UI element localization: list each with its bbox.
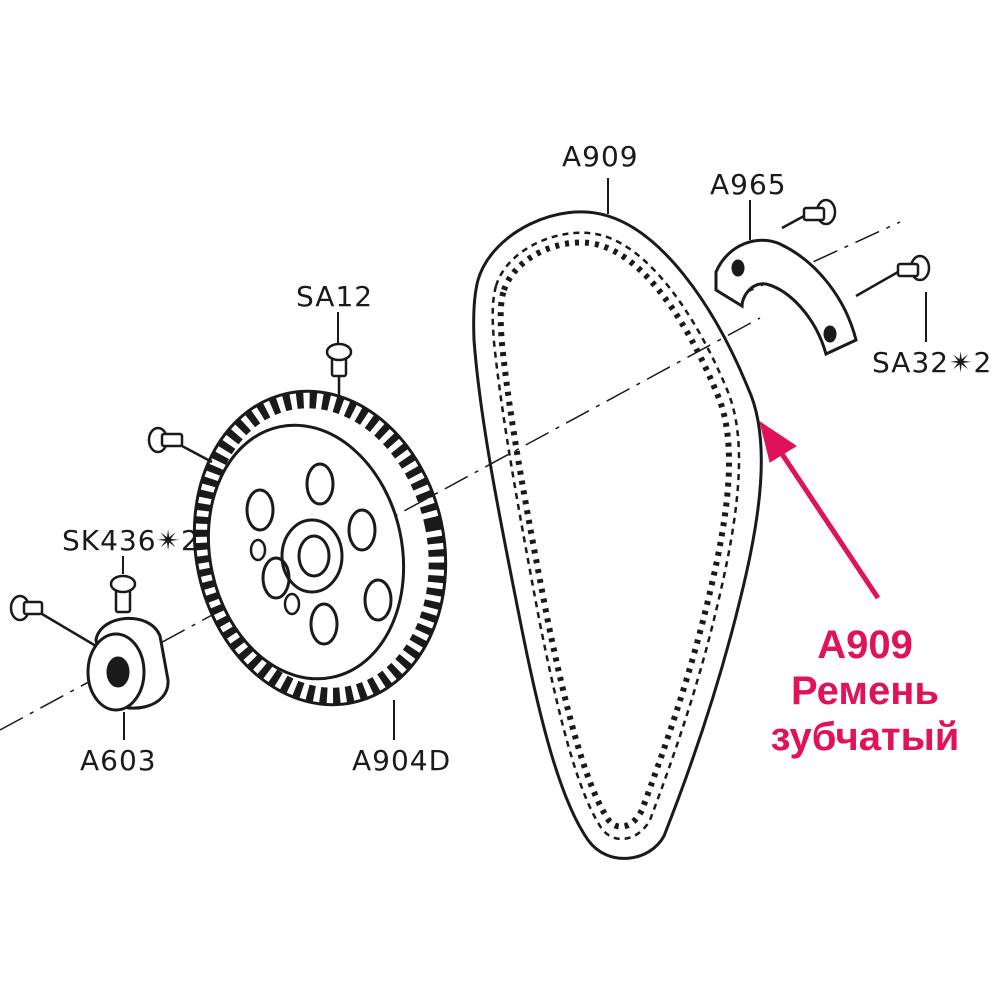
label-set-screws: SK436✴2 <box>62 524 200 557</box>
callout-line-2: зубчатый <box>770 715 960 759</box>
label-clamp: A965 <box>710 168 787 201</box>
pulley-face <box>206 423 406 681</box>
callout-text: A909 Ремень зубчатый <box>740 622 990 760</box>
leader-lines <box>122 178 927 740</box>
belt-teeth <box>497 239 733 830</box>
collar <box>86 616 170 712</box>
pulley-hole <box>347 508 377 552</box>
screw-pulley-side <box>147 426 213 464</box>
pulley-hole <box>363 578 393 622</box>
pulley-small-hole <box>249 538 267 562</box>
pulley-hole <box>245 488 275 532</box>
timing-belt <box>472 210 763 860</box>
pulley-outer-rim <box>192 389 448 707</box>
collar-bore <box>106 656 130 688</box>
clamp-hole <box>731 259 745 277</box>
label-belt: A909 <box>562 140 639 173</box>
pulley-hole <box>309 602 339 646</box>
upper-axis-line <box>729 221 901 301</box>
clamp-bracket <box>714 238 858 357</box>
callout-line-1: Ремень <box>791 669 939 713</box>
label-pulley: A904D <box>352 744 452 777</box>
screw-sa32-lower <box>855 254 931 298</box>
belt-inner-edge <box>491 231 741 841</box>
clamp-body <box>714 238 858 357</box>
clamp-hole <box>823 325 837 343</box>
callout-arrow <box>759 420 881 600</box>
pulley-small-hole <box>283 592 301 616</box>
screw-sk436 <box>109 574 137 614</box>
toothed-pulley <box>192 389 448 707</box>
pulley-hole <box>305 462 335 506</box>
screw-sa32-upper <box>781 198 837 230</box>
callout-code: A909 <box>817 623 913 667</box>
label-screw-sa12: SA12 <box>296 280 374 313</box>
screw-collar-side <box>9 594 97 648</box>
screws <box>9 198 931 648</box>
pulley-hole <box>261 556 291 600</box>
pulley-teeth-ring <box>193 390 447 706</box>
pulley-hub-outer <box>280 518 344 594</box>
label-clamp-screws: SA32✴2 <box>872 346 993 379</box>
pulley-hub-bore <box>297 534 331 578</box>
label-collar: A603 <box>80 744 157 777</box>
belt-outer-edge <box>472 210 763 860</box>
